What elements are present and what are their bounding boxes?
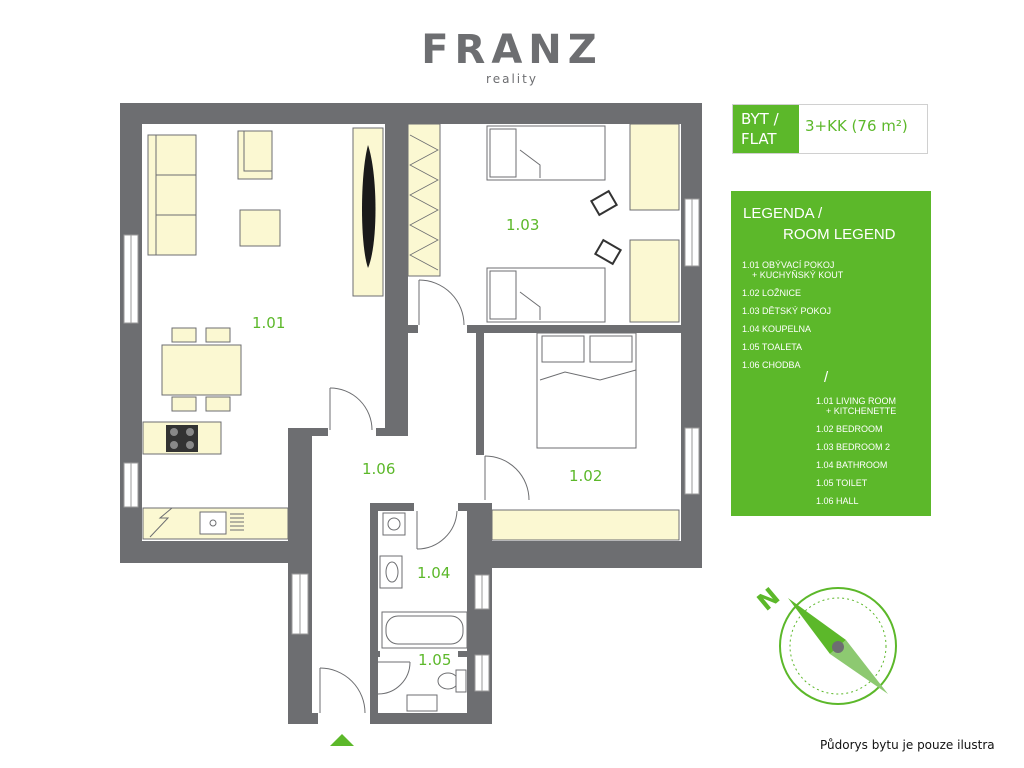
legend-item-text: 1.04 BATHROOM [816, 460, 888, 470]
legend-item: 1.02 BEDROOM [816, 420, 896, 438]
sink-icon [149, 507, 244, 538]
legend-item: 1.04 BATHROOM [816, 456, 896, 474]
legend-item-text: 1.03 BEDROOM 2 [816, 442, 891, 452]
legend-item: 1.06 CHODBA [742, 356, 843, 374]
entrance-arrow-icon [330, 734, 354, 746]
legend-item-subtext: + KUCHYŇSKÝ KOUT [752, 270, 844, 280]
tv-icon [362, 145, 376, 268]
disclaimer-note: Půdorys bytu je pouze ilustra [820, 738, 995, 752]
compass-north-letter: N [752, 582, 785, 616]
room-legend: LEGENDA / ROOM LEGEND 1.01 OBÝVACÍ POKOJ… [731, 191, 931, 516]
logo-wordmark: FRANZ [421, 27, 603, 73]
flat-label: BYT / FLAT [733, 105, 799, 153]
legend-item-text: 1.04 KOUPELNA [742, 324, 812, 334]
beds [486, 125, 680, 541]
brand-logo: FRANZ reality [0, 28, 1024, 86]
room-label-103: 1.03 [506, 216, 539, 234]
room-label-102: 1.02 [569, 467, 602, 485]
room-label-105: 1.05 [418, 651, 451, 669]
cooktop-icon [166, 425, 198, 452]
bathroom-fixtures [379, 512, 468, 712]
room-label-101: 1.01 [252, 314, 285, 332]
compass-icon: N [752, 582, 897, 705]
legend-item: 1.01 LIVING ROOM+ KITCHENETTE [816, 392, 896, 416]
legend-item: 1.03 BEDROOM 2 [816, 438, 896, 456]
legend-item-text: 1.06 CHODBA [742, 360, 801, 370]
logo-subtitle: reality [486, 72, 538, 86]
legend-item: 1.06 HALL [816, 492, 896, 510]
room-label-106: 1.06 [362, 460, 395, 478]
legend-item-text: 1.05 TOALETA [742, 342, 803, 352]
legend-item-text: 1.06 HALL [816, 496, 859, 506]
doors [319, 279, 530, 714]
window-mullions [130, 199, 693, 691]
legend-item-text: 1.02 LOŽNICE [742, 288, 802, 298]
living-furniture [142, 127, 384, 540]
flat-label-line2: FLAT [741, 130, 777, 148]
legend-item: 1.05 TOILET [816, 474, 896, 492]
legend-item-text: 1.01 LIVING ROOM [816, 396, 897, 406]
legend-item-text: 1.02 BEDROOM [816, 424, 883, 434]
legend-item-text: 1.03 DĚTSKÝ POKOJ [742, 306, 832, 316]
flat-value: 3+KK (76 m²) [805, 117, 908, 135]
legend-item: 1.03 DĚTSKÝ POKOJ [742, 302, 843, 320]
legend-item-subtext: + KITCHENETTE [826, 406, 897, 416]
legend-item: 1.04 KOUPELNA [742, 320, 843, 338]
chairs [589, 189, 623, 266]
legend-title-line1: LEGENDA / [743, 205, 823, 222]
legend-item: 1.05 TOALETA [742, 338, 843, 356]
legend-list-en: 1.01 LIVING ROOM+ KITCHENETTE 1.02 BEDROO… [816, 392, 896, 510]
legend-title: LEGENDA / ROOM LEGEND [743, 203, 896, 245]
legend-separator: / [824, 369, 829, 386]
legend-item-text: 1.05 TOILET [816, 478, 868, 488]
flat-label-line1: BYT / [741, 110, 779, 128]
legend-item: 1.02 LOŽNICE [742, 284, 843, 302]
room-label-104: 1.04 [417, 564, 450, 582]
legend-item: 1.01 OBÝVACÍ POKOJ+ KUCHYŇSKÝ KOUT [742, 256, 843, 280]
flat-type-box: BYT / FLAT 3+KK (76 m²) [732, 104, 928, 154]
legend-list-cz: 1.01 OBÝVACÍ POKOJ+ KUCHYŇSKÝ KOUT 1.02 L… [742, 256, 843, 374]
legend-item-text: 1.01 OBÝVACÍ POKOJ [742, 260, 835, 270]
bedroom2-furniture [407, 123, 680, 323]
legend-title-line2: ROOM LEGEND [783, 226, 896, 243]
